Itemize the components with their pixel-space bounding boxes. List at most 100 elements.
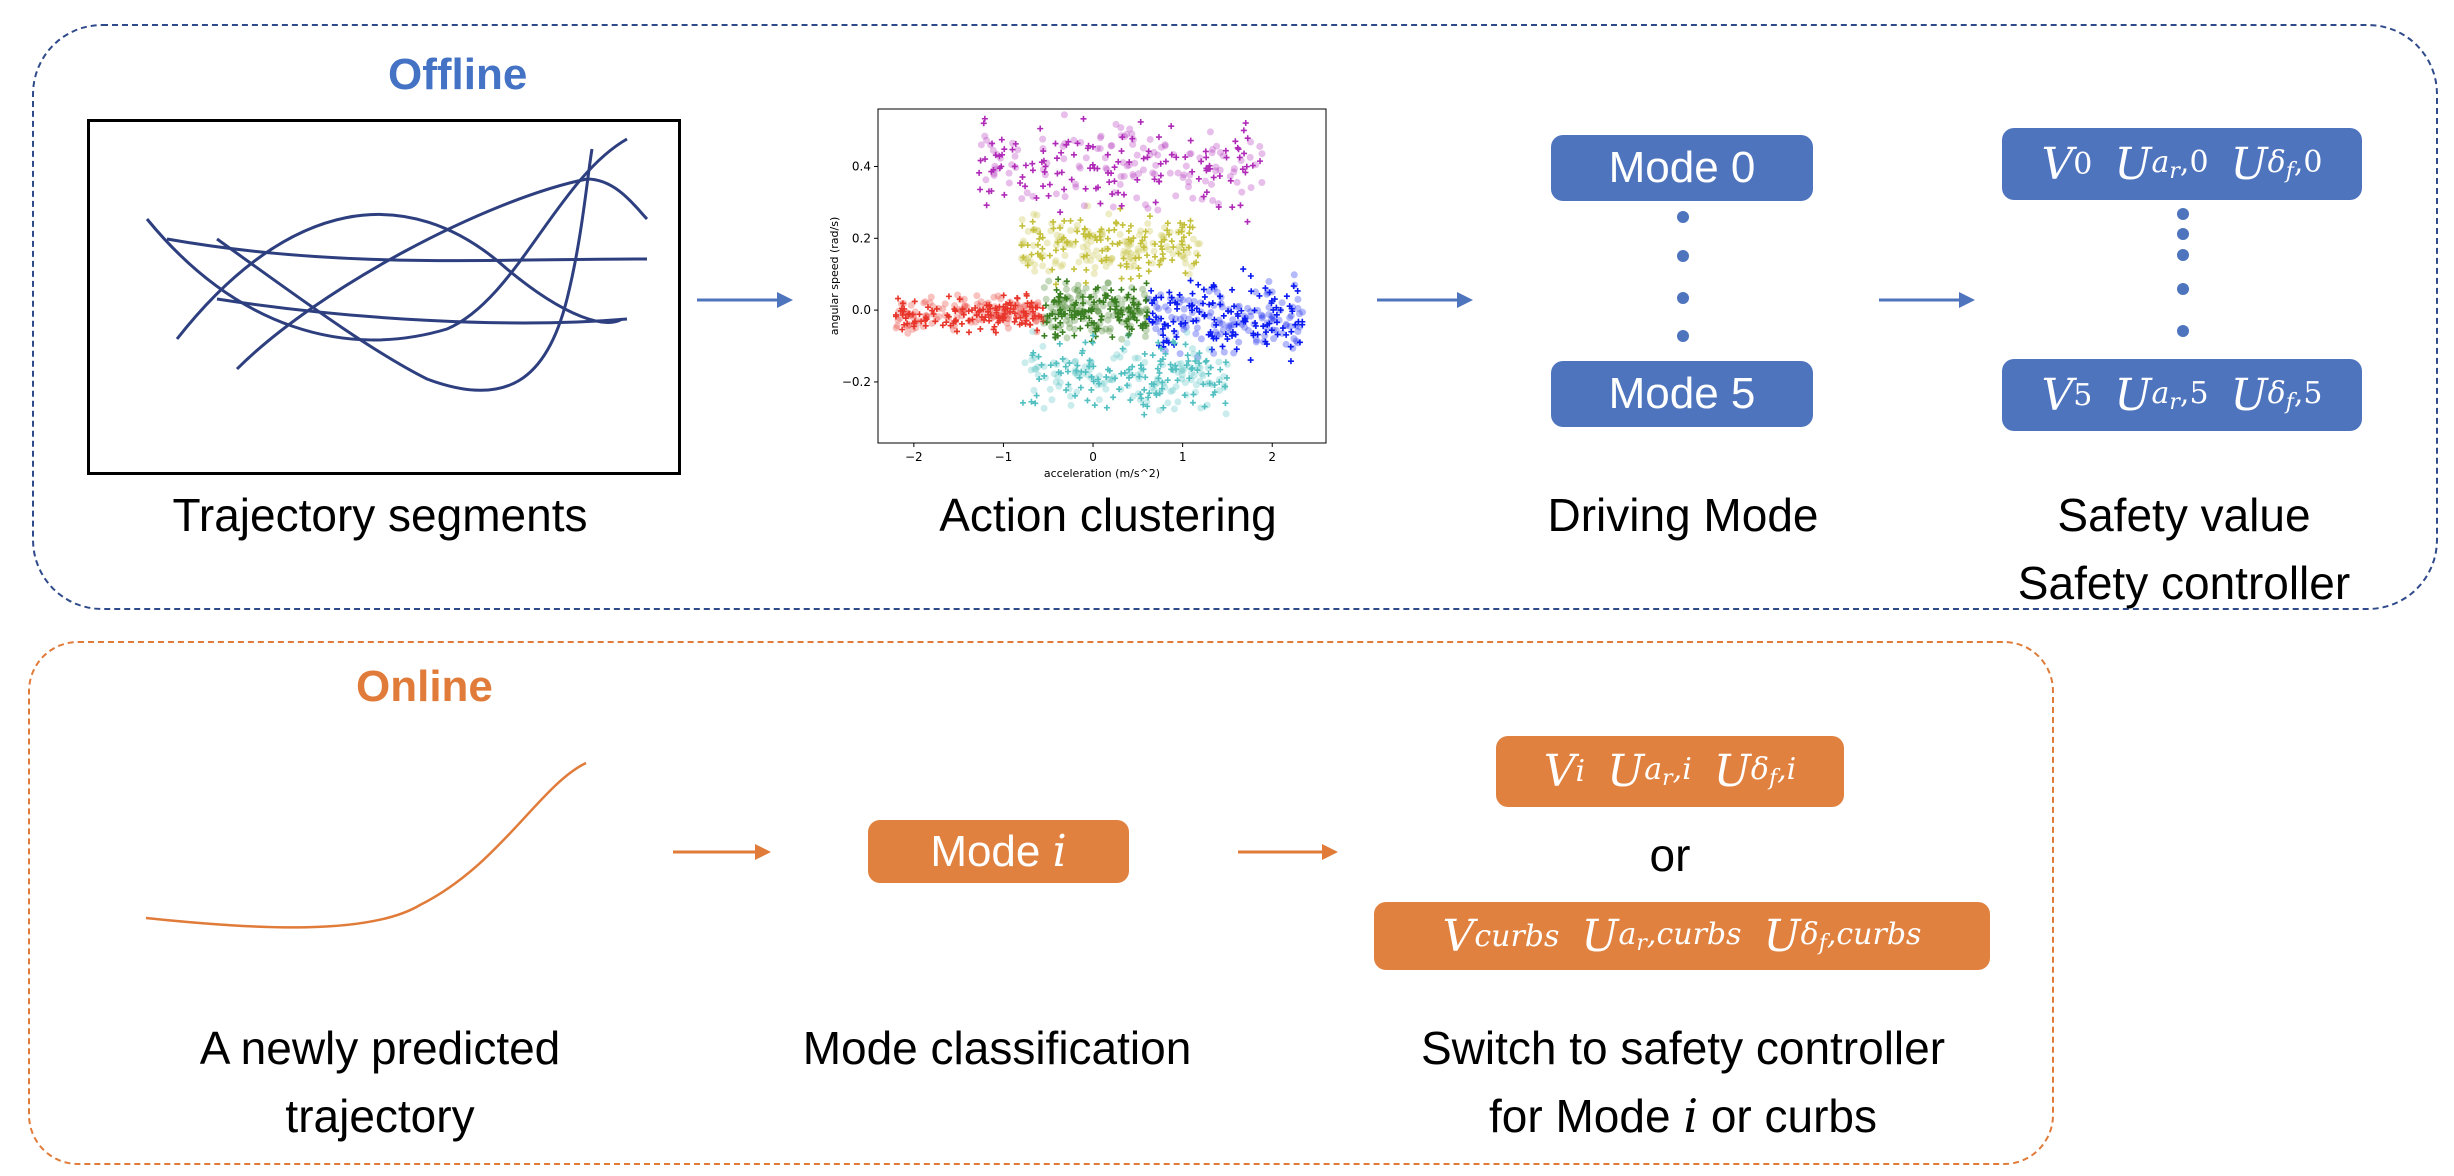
scatter-point-yellow [1079, 243, 1087, 251]
scatter-point-blue [1153, 318, 1161, 326]
scatter-point-cyan [1088, 386, 1095, 393]
scatter-point-red [993, 309, 1000, 316]
scatter-point-cyan [1205, 370, 1212, 377]
scatter-point-cyan [1040, 404, 1048, 412]
scatter-point-blue [1160, 332, 1167, 339]
scatter-point-yellow [1166, 231, 1173, 238]
scatter-point-cyan [1194, 367, 1201, 374]
scatter-point-yellow [1030, 210, 1038, 218]
arrow-right-icon [1377, 292, 1473, 308]
scatter-point-red [912, 324, 920, 332]
scatter-point-magenta [1172, 192, 1180, 200]
scatter-point-cyan [1190, 371, 1198, 379]
scatter-point-blue [1152, 325, 1160, 333]
scatter-point-magenta [1041, 168, 1048, 175]
scatter-point-blue [1217, 301, 1224, 308]
scatter-point-green [1044, 316, 1052, 324]
scatter-point-cyan [1052, 378, 1060, 386]
scatter-point-yellow [1039, 234, 1046, 241]
scatter-point-cyan [1082, 369, 1089, 376]
scatter-point-cyan [1155, 339, 1162, 346]
scatter-point-magenta [1017, 179, 1024, 186]
scatter-point-cyan [1199, 371, 1207, 379]
scatter-point-yellow [1039, 245, 1046, 252]
new-trajectory-label-line2: trajectory [285, 1090, 475, 1142]
scatter-point-magenta [1060, 111, 1068, 119]
scatter-point-green [1066, 320, 1074, 328]
scatter-point-green [1063, 278, 1070, 285]
scatter-point-yellow [1031, 261, 1039, 269]
scatter-point-green [1105, 327, 1113, 335]
scatter-point-cyan [1072, 392, 1079, 399]
scatter-point-magenta [1142, 201, 1150, 209]
scatter-point-cyan [1157, 361, 1164, 368]
scatter-point-green [1125, 304, 1132, 311]
scatter-point-magenta [1085, 142, 1092, 149]
scatter-point-cyan [1222, 383, 1229, 390]
scatter-point-cyan [1187, 369, 1195, 377]
scatter-point-cyan [1215, 387, 1223, 395]
scatter-point-yellow [1098, 258, 1105, 265]
scatter-point-red [930, 311, 937, 317]
scatter-point-cyan [1178, 365, 1186, 373]
scatter-point-blue [1287, 343, 1294, 350]
scatter-point-yellow [1058, 236, 1065, 243]
scatter-point-yellow [1168, 238, 1175, 245]
scatter-point-yellow [1127, 249, 1135, 257]
scatter-point-red [980, 306, 987, 313]
scatter-point-blue [1167, 299, 1174, 306]
scatter-point-green [1141, 332, 1149, 340]
scatter-point-cyan [1211, 389, 1218, 396]
scatter-point-red [1019, 303, 1027, 311]
scatter-point-blue [1294, 287, 1301, 294]
scatter-point-magenta [1246, 153, 1254, 161]
scatter-point-red [910, 323, 917, 330]
scatter-point-yellow [1105, 210, 1113, 218]
scatter-point-red [958, 320, 965, 327]
scatter-point-yellow [1106, 256, 1114, 264]
scatter-point-blue [1220, 348, 1228, 356]
scatter-point-cyan [1058, 370, 1065, 377]
scatter-point-blue [1273, 311, 1280, 318]
scatter-point-cyan [1086, 357, 1093, 364]
scatter-point-cyan [1182, 341, 1189, 348]
scatter-point-magenta [1040, 157, 1047, 164]
scatter-point-magenta [1206, 128, 1214, 136]
scatter-point-yellow [1039, 262, 1047, 270]
scatter-point-green [1102, 325, 1110, 333]
scatter-point-cyan [1056, 378, 1064, 386]
scatter-point-magenta [1009, 146, 1016, 153]
scatter-point-yellow [1028, 251, 1035, 258]
scatter-point-blue [1208, 284, 1215, 291]
scatter-point-yellow [1194, 240, 1202, 248]
scatter-point-red [1035, 313, 1043, 321]
scatter-point-yellow [1091, 263, 1099, 271]
scatter-point-yellow [1132, 250, 1140, 258]
scatter-point-magenta [1189, 168, 1196, 175]
scatter-point-red [922, 312, 930, 320]
scatter-point-cyan [1159, 356, 1166, 363]
scatter-point-red [935, 313, 943, 321]
scatter-point-blue [1229, 332, 1236, 339]
scatter-point-cyan [1090, 332, 1097, 339]
scatter-point-magenta [1109, 191, 1116, 198]
scatter-point-green [1053, 286, 1060, 293]
scatter-point-green [1082, 311, 1090, 319]
scatter-point-blue [1282, 322, 1290, 330]
scatter-point-red [899, 300, 906, 307]
scatter-point-magenta [1029, 160, 1036, 167]
scatter-point-yellow [1056, 224, 1063, 231]
scatter-point-cyan [1081, 363, 1089, 371]
scatter-point-blue [1262, 338, 1269, 345]
scatter-point-magenta [1242, 169, 1249, 176]
scatter-point-cyan [1110, 394, 1117, 401]
scatter-point-green [1055, 300, 1063, 308]
scatter-point-red [895, 295, 902, 302]
scatter-point-yellow [1050, 225, 1057, 232]
scatter-point-cyan [1095, 376, 1102, 383]
scatter-point-yellow [1117, 262, 1124, 269]
scatter-point-yellow [1030, 226, 1037, 233]
scatter-point-green [1071, 325, 1079, 333]
scatter-point-magenta [1115, 158, 1122, 165]
scatter-point-blue [1205, 287, 1213, 295]
